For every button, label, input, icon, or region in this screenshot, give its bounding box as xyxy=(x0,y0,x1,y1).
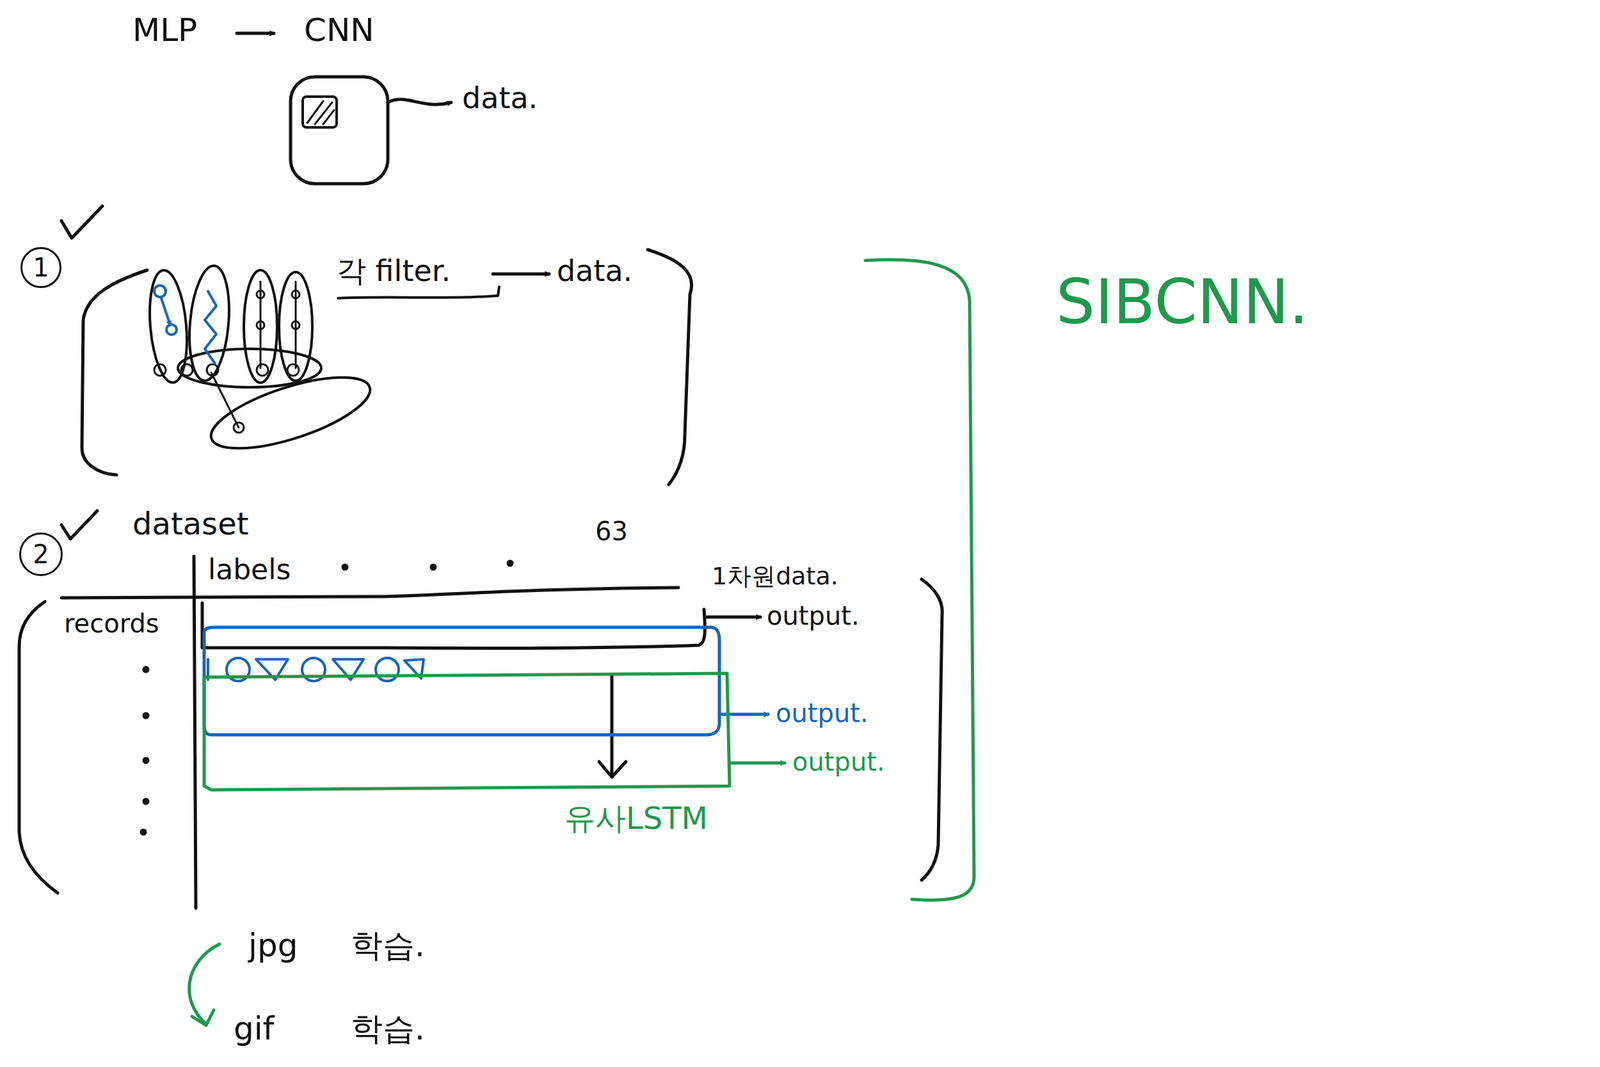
row-label: records xyxy=(64,609,160,638)
output-label: output. xyxy=(775,698,869,728)
path-arrow xyxy=(161,298,171,326)
underline xyxy=(337,286,500,299)
section-label: dataset xyxy=(132,506,249,541)
ellipsis-dot xyxy=(144,758,148,763)
hatch-lines xyxy=(307,101,335,125)
filter-ellipse xyxy=(184,264,233,383)
bracket xyxy=(81,270,148,475)
data-label: data. xyxy=(462,81,538,115)
task-label: 학습. xyxy=(350,928,425,964)
data-label: 1차원data. xyxy=(711,563,839,591)
output-label: output. xyxy=(792,747,886,776)
model-label: CNN xyxy=(304,12,375,48)
step-number: 2 xyxy=(32,541,49,568)
ellipsis-dot xyxy=(144,713,148,718)
black-ink xyxy=(19,33,943,909)
arrow xyxy=(729,761,785,765)
ellipsis-dot xyxy=(144,799,148,804)
check-mark xyxy=(61,510,98,539)
step-circle: 1 xyxy=(20,247,62,288)
link-line xyxy=(211,372,239,428)
node-dot xyxy=(291,321,300,329)
data-card xyxy=(290,76,388,184)
node-dot xyxy=(256,290,265,299)
node-dot xyxy=(181,364,193,376)
row-window xyxy=(202,602,706,649)
bracket xyxy=(921,579,943,880)
model-label: MLP xyxy=(132,12,198,48)
arrow xyxy=(492,272,550,276)
arrow xyxy=(706,615,761,619)
bracket xyxy=(647,249,692,485)
ellipsis-dot xyxy=(141,830,146,834)
scribble xyxy=(375,657,399,681)
count-label: 63 xyxy=(595,517,628,546)
node-dot xyxy=(256,364,269,376)
highlight-dot xyxy=(166,324,177,335)
format-label: jpg xyxy=(248,928,298,964)
filter-ellipse xyxy=(145,268,191,384)
node-dot xyxy=(154,364,166,376)
arrow xyxy=(236,32,274,36)
output-label: output. xyxy=(766,601,860,630)
filter-label: 각 filter. xyxy=(336,254,451,288)
ellipsis-dot xyxy=(144,667,148,672)
filter-ellipse xyxy=(177,348,322,388)
green-ink xyxy=(189,259,975,1026)
model-title: SIBCNN. xyxy=(1056,268,1309,337)
check-mark xyxy=(61,206,103,239)
bracket xyxy=(19,601,58,893)
node-dot xyxy=(206,364,219,376)
node-dot xyxy=(256,321,265,329)
curved-arrow xyxy=(189,944,220,1026)
format-label: gif xyxy=(233,1011,274,1047)
hatched-square xyxy=(302,96,337,128)
table-rule xyxy=(61,587,679,598)
zigzag xyxy=(204,291,217,364)
table-rule xyxy=(193,556,196,909)
ellipsis-dot xyxy=(343,565,347,569)
node-dot xyxy=(233,422,244,433)
step-number: 1 xyxy=(32,254,49,281)
data-label: data. xyxy=(556,254,633,288)
bracket xyxy=(865,259,975,900)
row-window xyxy=(204,627,720,735)
leader-arrow xyxy=(387,99,452,105)
ellipsis-dot xyxy=(431,565,436,569)
row-window xyxy=(204,673,730,790)
model-note: 유사LSTM xyxy=(564,801,708,836)
ellipsis-dot xyxy=(508,561,512,566)
task-label: 학습. xyxy=(350,1011,425,1047)
filter-ellipse xyxy=(203,362,378,463)
link-line xyxy=(260,281,296,368)
node-dot xyxy=(287,364,299,376)
column-label: labels xyxy=(208,554,291,585)
step-circle: 2 xyxy=(19,532,63,576)
down-arrow xyxy=(599,674,626,777)
node-dot xyxy=(291,290,300,299)
highlight-dot xyxy=(154,285,166,297)
